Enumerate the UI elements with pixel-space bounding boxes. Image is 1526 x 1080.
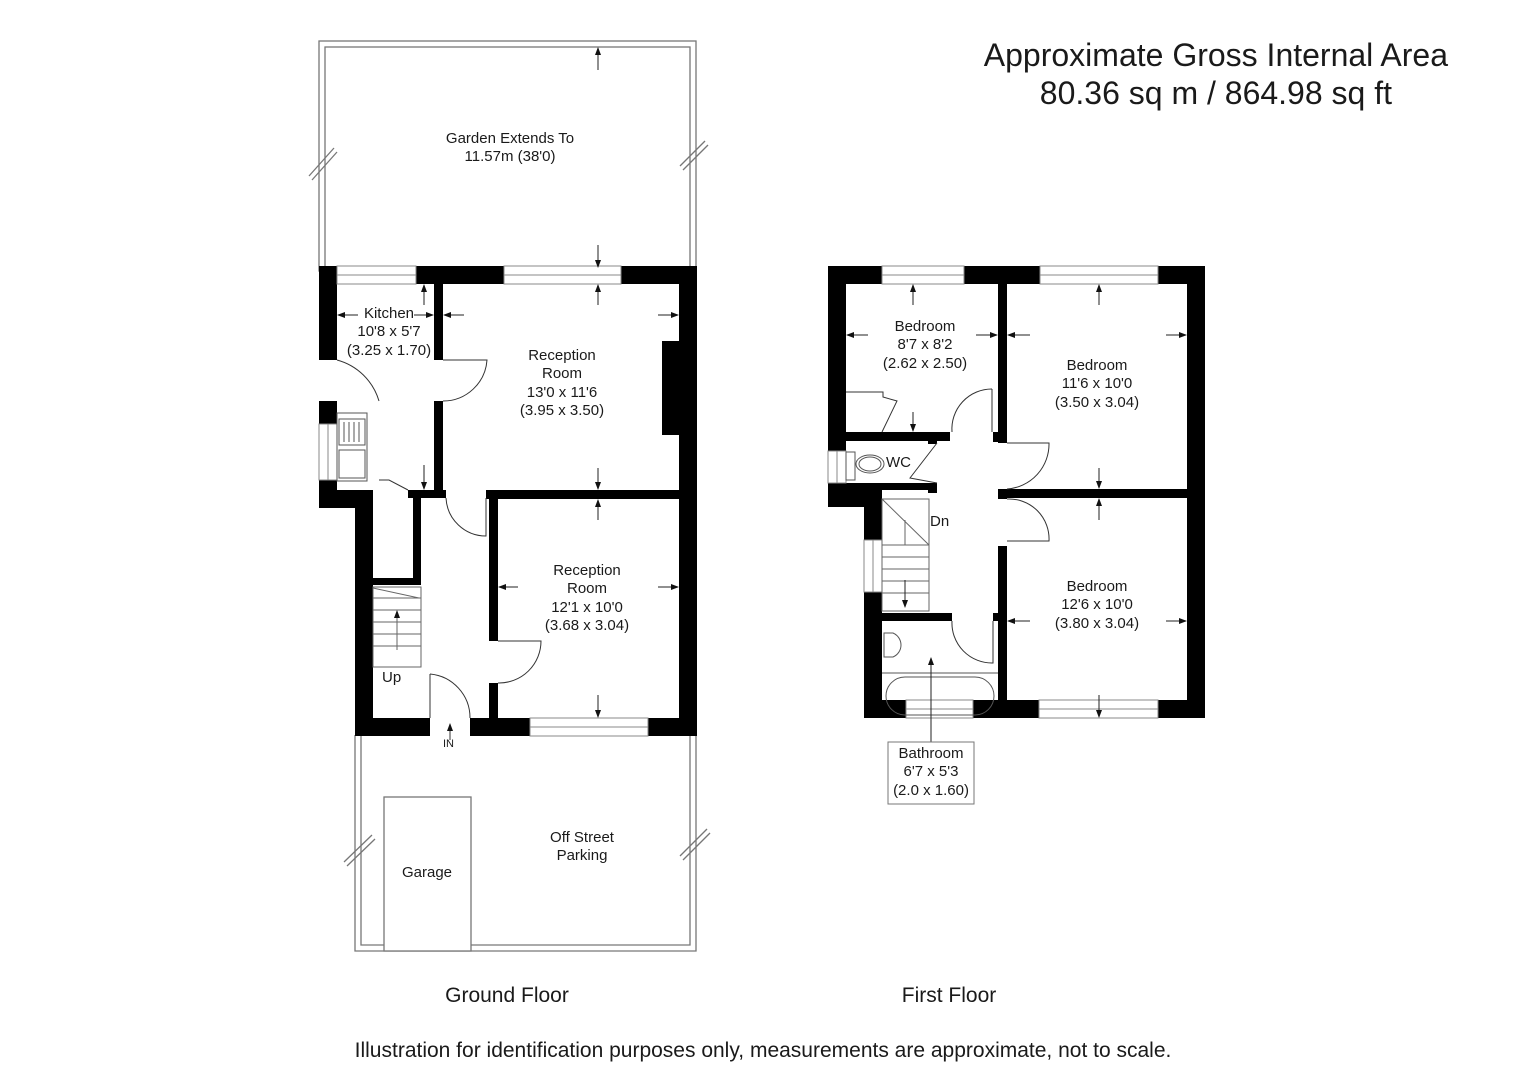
bedroom-2-label: Bedroom 11'6 x 10'0 (3.50 x 3.04) bbox=[1037, 357, 1157, 412]
ground-floor-plan bbox=[308, 40, 711, 952]
first-floor-dimension-arrows bbox=[846, 284, 1187, 742]
stairs-up-label: Up bbox=[382, 669, 402, 686]
bedroom-2-name: Bedroom bbox=[1066, 357, 1128, 374]
first-floor-walls bbox=[828, 266, 1205, 718]
reception-1-name: Reception bbox=[528, 347, 596, 364]
bedroom-3-imperial: 12'6 x 10'0 bbox=[1061, 596, 1133, 614]
parking-boundary bbox=[343, 735, 711, 952]
garden-label: Garden Extends To 11.57m (38'0) bbox=[430, 130, 590, 167]
kitchen-sink bbox=[336, 412, 368, 482]
first-floor-plan bbox=[827, 265, 1205, 805]
bedroom-1-metric: (2.62 x 2.50) bbox=[882, 354, 968, 372]
reception-1-name-2: Room bbox=[541, 365, 582, 383]
bathroom-label: Bathroom 6'7 x 5'3 (2.0 x 1.60) bbox=[888, 745, 974, 800]
garage-label: Garage bbox=[401, 864, 453, 881]
reception-room-1-label: Reception Room 13'0 x 11'6 (3.95 x 3.50) bbox=[502, 347, 622, 420]
bathroom-label-box bbox=[887, 741, 975, 805]
bathroom-fittings bbox=[882, 632, 998, 716]
garden-size: 11.57m (38'0) bbox=[464, 148, 556, 166]
first-floor-label: First Floor bbox=[901, 984, 997, 1007]
reception-1-imperial: 13'0 x 11'6 bbox=[526, 383, 598, 401]
bedroom-3-label: Bedroom 12'6 x 10'0 (3.80 x 3.04) bbox=[1037, 578, 1157, 633]
bedroom-3-name: Bedroom bbox=[1066, 578, 1128, 595]
bedroom-1-imperial: 8'7 x 8'2 bbox=[897, 336, 953, 354]
wc-label: WC bbox=[886, 454, 911, 471]
kitchen-label: Kitchen 10'8 x 5'7 (3.25 x 1.70) bbox=[339, 305, 439, 360]
reception-2-imperial: 12'1 x 10'0 bbox=[551, 598, 623, 616]
entrance-label: IN bbox=[443, 738, 454, 750]
bedroom-3-metric: (3.80 x 3.04) bbox=[1054, 614, 1140, 632]
ground-floor-walls bbox=[319, 266, 697, 736]
ground-floor-doors bbox=[336, 359, 542, 719]
kitchen-imperial: 10'8 x 5'7 bbox=[357, 323, 421, 341]
reception-2-name: Reception bbox=[553, 562, 621, 579]
wc-toilet-icon bbox=[845, 451, 885, 481]
bedroom-1-name: Bedroom bbox=[894, 318, 956, 335]
title-line-2: 80.36 sq m / 864.98 sq ft bbox=[1039, 75, 1392, 112]
first-floor-stairs bbox=[881, 498, 930, 612]
gross-internal-area-title: Approximate Gross Internal Area 80.36 sq… bbox=[984, 36, 1448, 113]
ground-floor-stairs bbox=[372, 586, 422, 668]
kitchen-name: Kitchen bbox=[363, 305, 415, 322]
stairs-down-label: Dn bbox=[930, 513, 950, 530]
reception-room-2-label: Reception Room 12'1 x 10'0 (3.68 x 3.04) bbox=[527, 562, 647, 635]
bedroom-2-imperial: 11'6 x 10'0 bbox=[1061, 375, 1133, 393]
garden-name: Garden Extends To bbox=[445, 130, 575, 147]
disclaimer-text: Illustration for identification purposes… bbox=[354, 1039, 1172, 1062]
parking-label: Off Street Parking bbox=[532, 829, 632, 866]
bathroom-imperial: 6'7 x 5'3 bbox=[903, 763, 959, 781]
bedroom-1-label: Bedroom 8'7 x 8'2 (2.62 x 2.50) bbox=[865, 318, 985, 373]
parking-name-1: Off Street bbox=[550, 829, 614, 846]
ground-floor-label: Ground Floor bbox=[445, 984, 569, 1007]
ground-floor-windows bbox=[318, 265, 649, 737]
parking-name-2: Parking bbox=[556, 847, 608, 865]
bathroom-metric: (2.0 x 1.60) bbox=[893, 781, 969, 799]
first-floor-doors bbox=[846, 388, 1050, 664]
reception-2-metric: (3.68 x 3.04) bbox=[544, 616, 630, 634]
bathroom-name: Bathroom bbox=[898, 745, 964, 762]
reception-1-metric: (3.95 x 3.50) bbox=[519, 401, 605, 419]
reception-2-name-2: Room bbox=[566, 580, 607, 598]
bedroom-2-metric: (3.50 x 3.04) bbox=[1054, 393, 1140, 411]
kitchen-metric: (3.25 x 1.70) bbox=[346, 341, 432, 359]
ground-floor-dimension-arrows bbox=[337, 47, 679, 718]
title-line-1: Approximate Gross Internal Area bbox=[983, 37, 1448, 73]
